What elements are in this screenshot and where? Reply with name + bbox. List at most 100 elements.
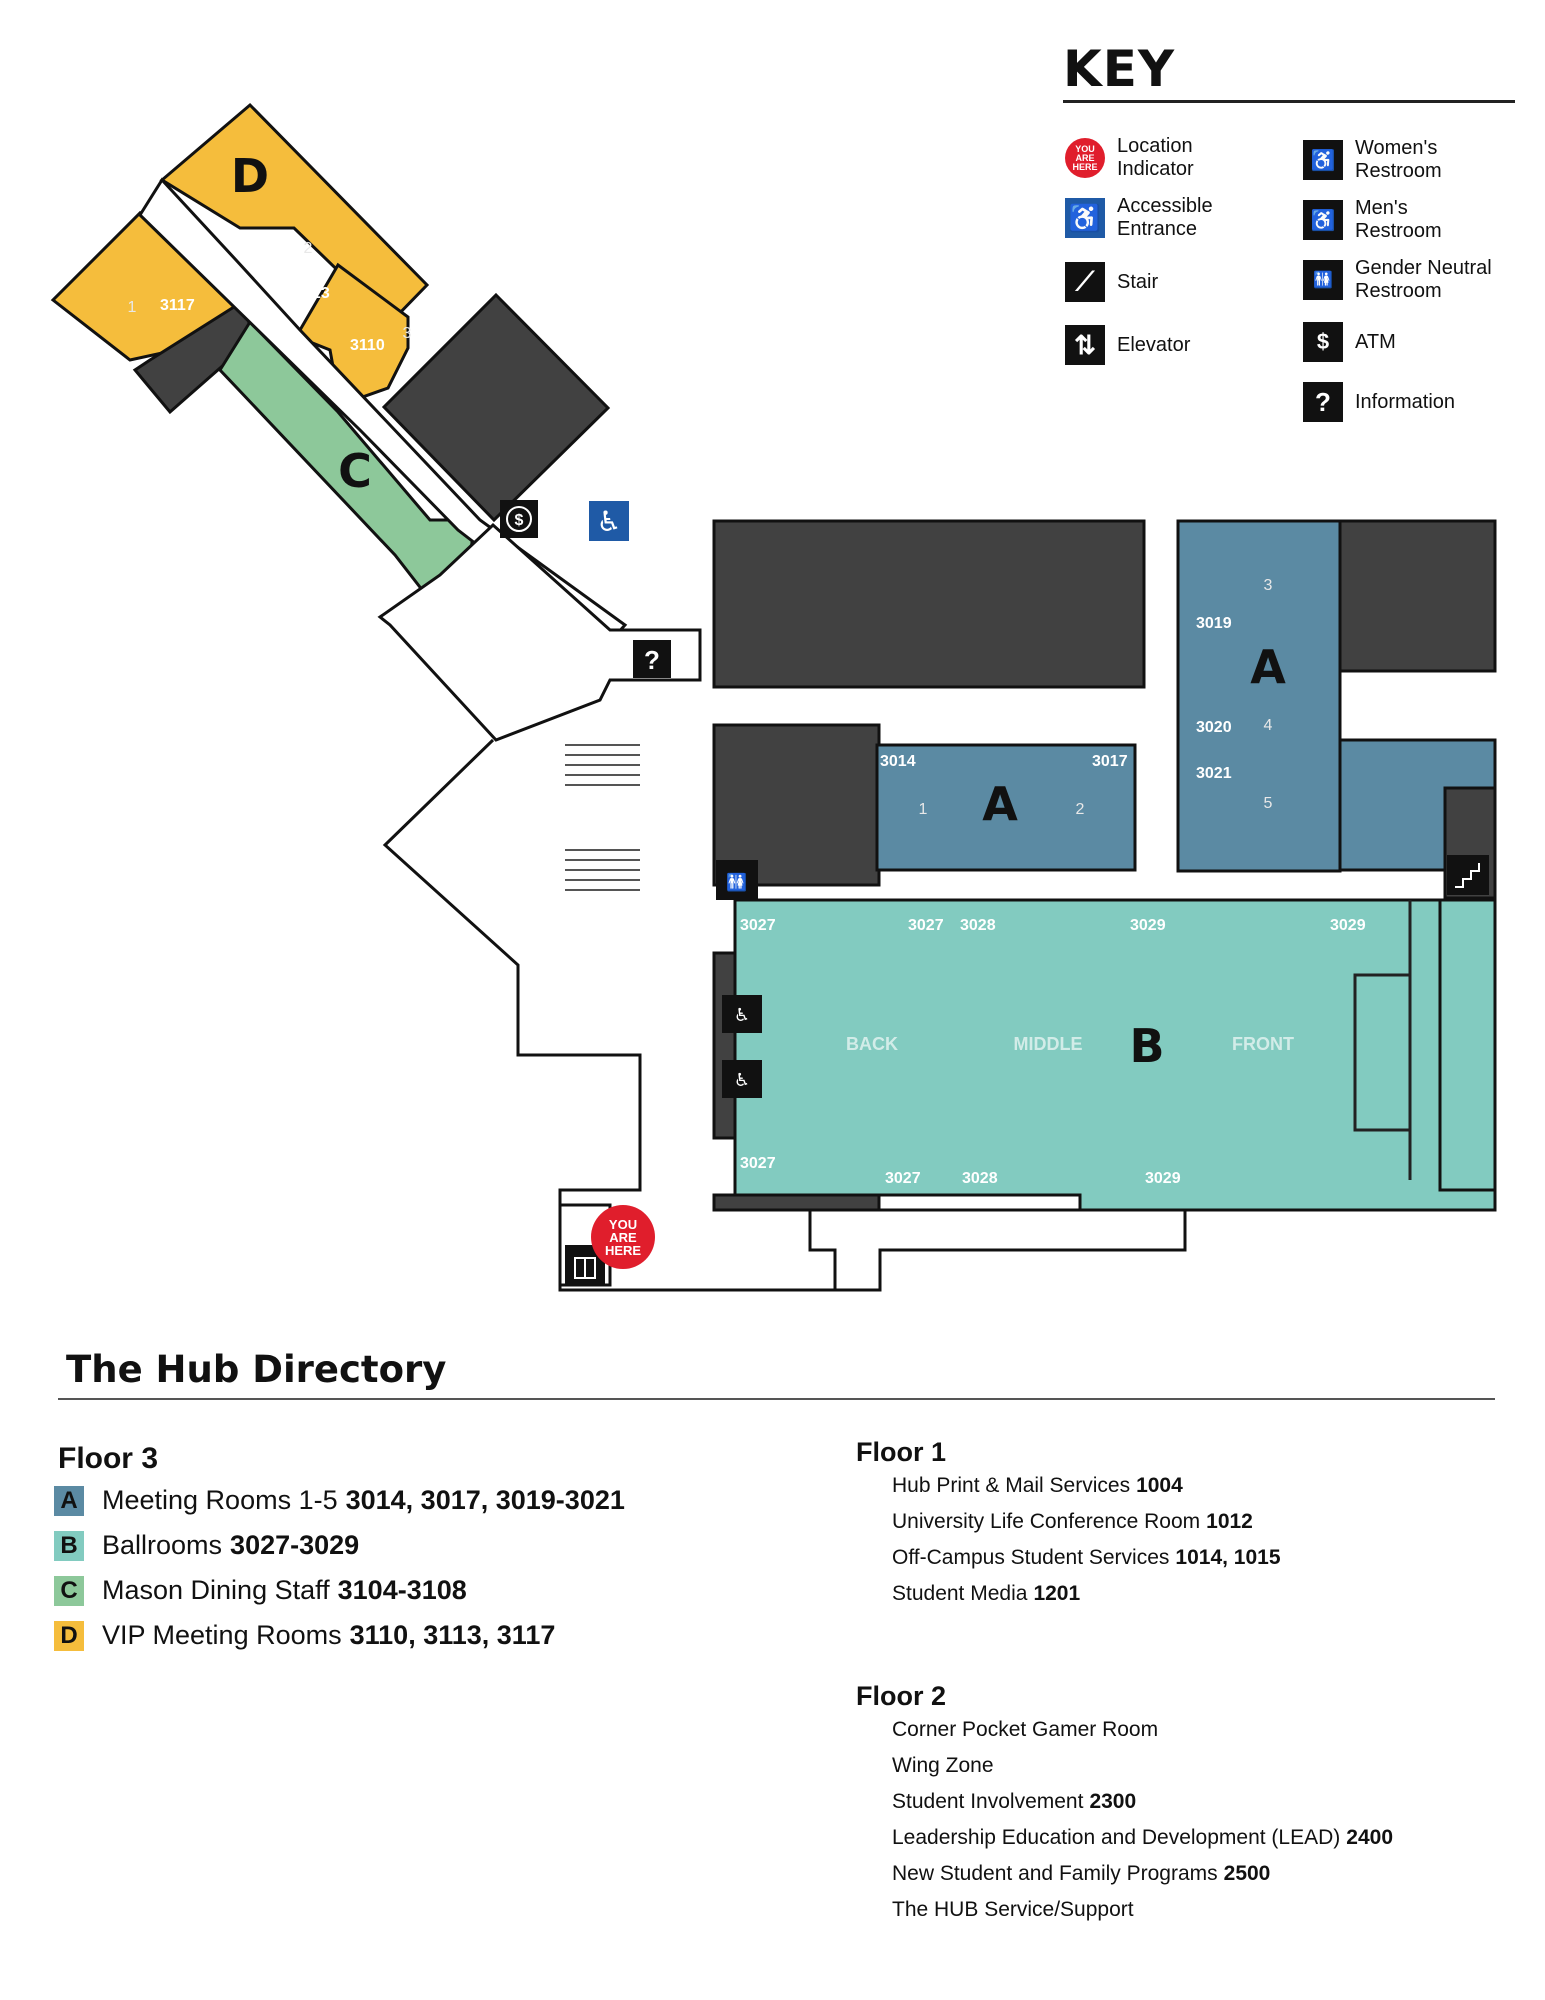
key-elevator: ⇅ Elevator [1065, 325, 1307, 365]
directory-divider [58, 1398, 1495, 1400]
zone-b-ballroom[interactable] [733, 898, 1497, 1212]
stair-steps [565, 744, 640, 891]
accessible-entrance-icon: ♿ [1065, 198, 1105, 238]
stair-icon: ⟋ [1065, 262, 1105, 302]
key-stair: ⟋ Stair [1065, 262, 1307, 302]
zone-a-west[interactable] [875, 743, 1137, 872]
svg-text:ARE: ARE [609, 1230, 637, 1245]
zone-d-letter: D [231, 149, 269, 203]
svg-text:$: $ [515, 512, 524, 529]
sub-number: 1 [919, 801, 928, 818]
sub-number: 3 [1264, 577, 1273, 594]
room-label: 3117 [160, 297, 195, 314]
svg-text:🚻: 🚻 [726, 872, 747, 893]
mens-restroom-icon[interactable]: ♿ [722, 995, 762, 1033]
row-label: VIP Meeting Rooms [102, 1620, 342, 1650]
svg-text:HERE: HERE [605, 1243, 641, 1258]
ballroom-side-strip [1438, 898, 1497, 1192]
northwest-wing [50, 102, 628, 648]
row-label: Meeting Rooms 1-5 [102, 1485, 338, 1515]
room-label: 3029 [1130, 917, 1166, 934]
list-item: Leadership Education and Development (LE… [892, 1826, 1393, 1849]
row-rooms: 3027-3029 [230, 1530, 360, 1560]
room-label: 3027 [885, 1170, 921, 1187]
room-label: 3029 [1330, 917, 1366, 934]
zone-badge: D [54, 1620, 84, 1651]
zone-a-west-letter: A [982, 777, 1018, 831]
floor3-heading: Floor 3 [58, 1442, 159, 1475]
atm-icon[interactable]: $ [500, 500, 538, 538]
svg-text:?: ? [644, 645, 660, 675]
row-label: Ballrooms [102, 1530, 223, 1560]
list-item: Wing Zone [892, 1754, 994, 1777]
floor3-row-d: D VIP Meeting Rooms 3110, 3113, 3117 [54, 1620, 555, 1651]
zone-badge: B [54, 1530, 84, 1561]
room-label: 3027 [908, 917, 944, 934]
you-are-here-marker: YOU ARE HERE [591, 1205, 655, 1269]
ballroom-front-label: FRONT [1232, 1034, 1294, 1054]
sub-number: 1 [128, 299, 137, 316]
floor3-row-a: A Meeting Rooms 1-5 3014, 3017, 3019-302… [54, 1485, 625, 1516]
row-label: Mason Dining Staff [102, 1575, 330, 1605]
floor3-row-c: C Mason Dining Staff 3104-3108 [54, 1575, 467, 1606]
room-label: 3113 [295, 285, 330, 302]
room-label: 3029 [1145, 1170, 1181, 1187]
sub-number: 2 [304, 240, 313, 257]
row-rooms: 3014, 3017, 3019-3021 [345, 1485, 625, 1515]
sub-number: 5 [1264, 795, 1273, 812]
floor3-row-b: B Ballrooms 3027-3029 [54, 1530, 359, 1561]
atm-icon: $ [1303, 322, 1343, 362]
south-corridor [808, 1208, 1187, 1292]
accessible-entrance-icon[interactable]: ♿ [589, 501, 629, 541]
information-icon[interactable]: ? [633, 640, 671, 678]
sub-number: 3 [403, 325, 412, 342]
zone-b-letter: B [1129, 1019, 1164, 1073]
svg-text:♿: ♿ [596, 505, 621, 538]
zone-badge: A [54, 1485, 84, 1516]
room-label: 3021 [1196, 765, 1232, 782]
row-rooms: 3110, 3113, 3117 [349, 1620, 556, 1650]
floor2-heading: Floor 2 [856, 1681, 947, 1711]
room-label: 3020 [1196, 719, 1232, 736]
northeast-dark-block [1338, 519, 1497, 673]
svg-text:YOU: YOU [609, 1217, 637, 1232]
dark-block-east [381, 292, 611, 523]
zone-c-letter: C [338, 444, 372, 498]
key-divider [1063, 100, 1515, 103]
zone-badge: C [54, 1575, 84, 1606]
key-title: KEY [1063, 40, 1176, 98]
room-label: 3027 [740, 1155, 776, 1172]
sub-number: 4 [1264, 717, 1273, 734]
zone-a-east[interactable] [1176, 519, 1342, 873]
stair-icon[interactable] [1447, 855, 1489, 895]
room-label: 3110 [350, 337, 385, 354]
womens-restroom-icon[interactable]: ♿ [722, 1060, 762, 1098]
room-label: 3113 [247, 237, 282, 254]
row-rooms: 3104-3108 [337, 1575, 467, 1605]
gender-neutral-restroom-icon: 🚻 [1303, 260, 1343, 300]
ballroom-back-label: BACK [846, 1034, 898, 1054]
floor1-heading: Floor 1 [856, 1437, 947, 1467]
floor-plan-map: D C A A B 3113 3113 3117 3110 3019 3020 … [50, 102, 1497, 1292]
top-dark-block [712, 519, 1146, 689]
directory-title: The Hub Directory [66, 1348, 447, 1391]
gender-neutral-restroom-icon[interactable]: 🚻 [716, 860, 758, 900]
ballroom-middle-label: MIDDLE [1014, 1034, 1083, 1054]
list-item: Corner Pocket Gamer Room [892, 1718, 1159, 1741]
sub-number: 2 [1076, 801, 1085, 818]
room-label: 3014 [880, 753, 916, 770]
svg-text:♿: ♿ [734, 1070, 750, 1091]
floor2-list: Corner Pocket Gamer Room Wing Zone Stude… [892, 1712, 1393, 1928]
